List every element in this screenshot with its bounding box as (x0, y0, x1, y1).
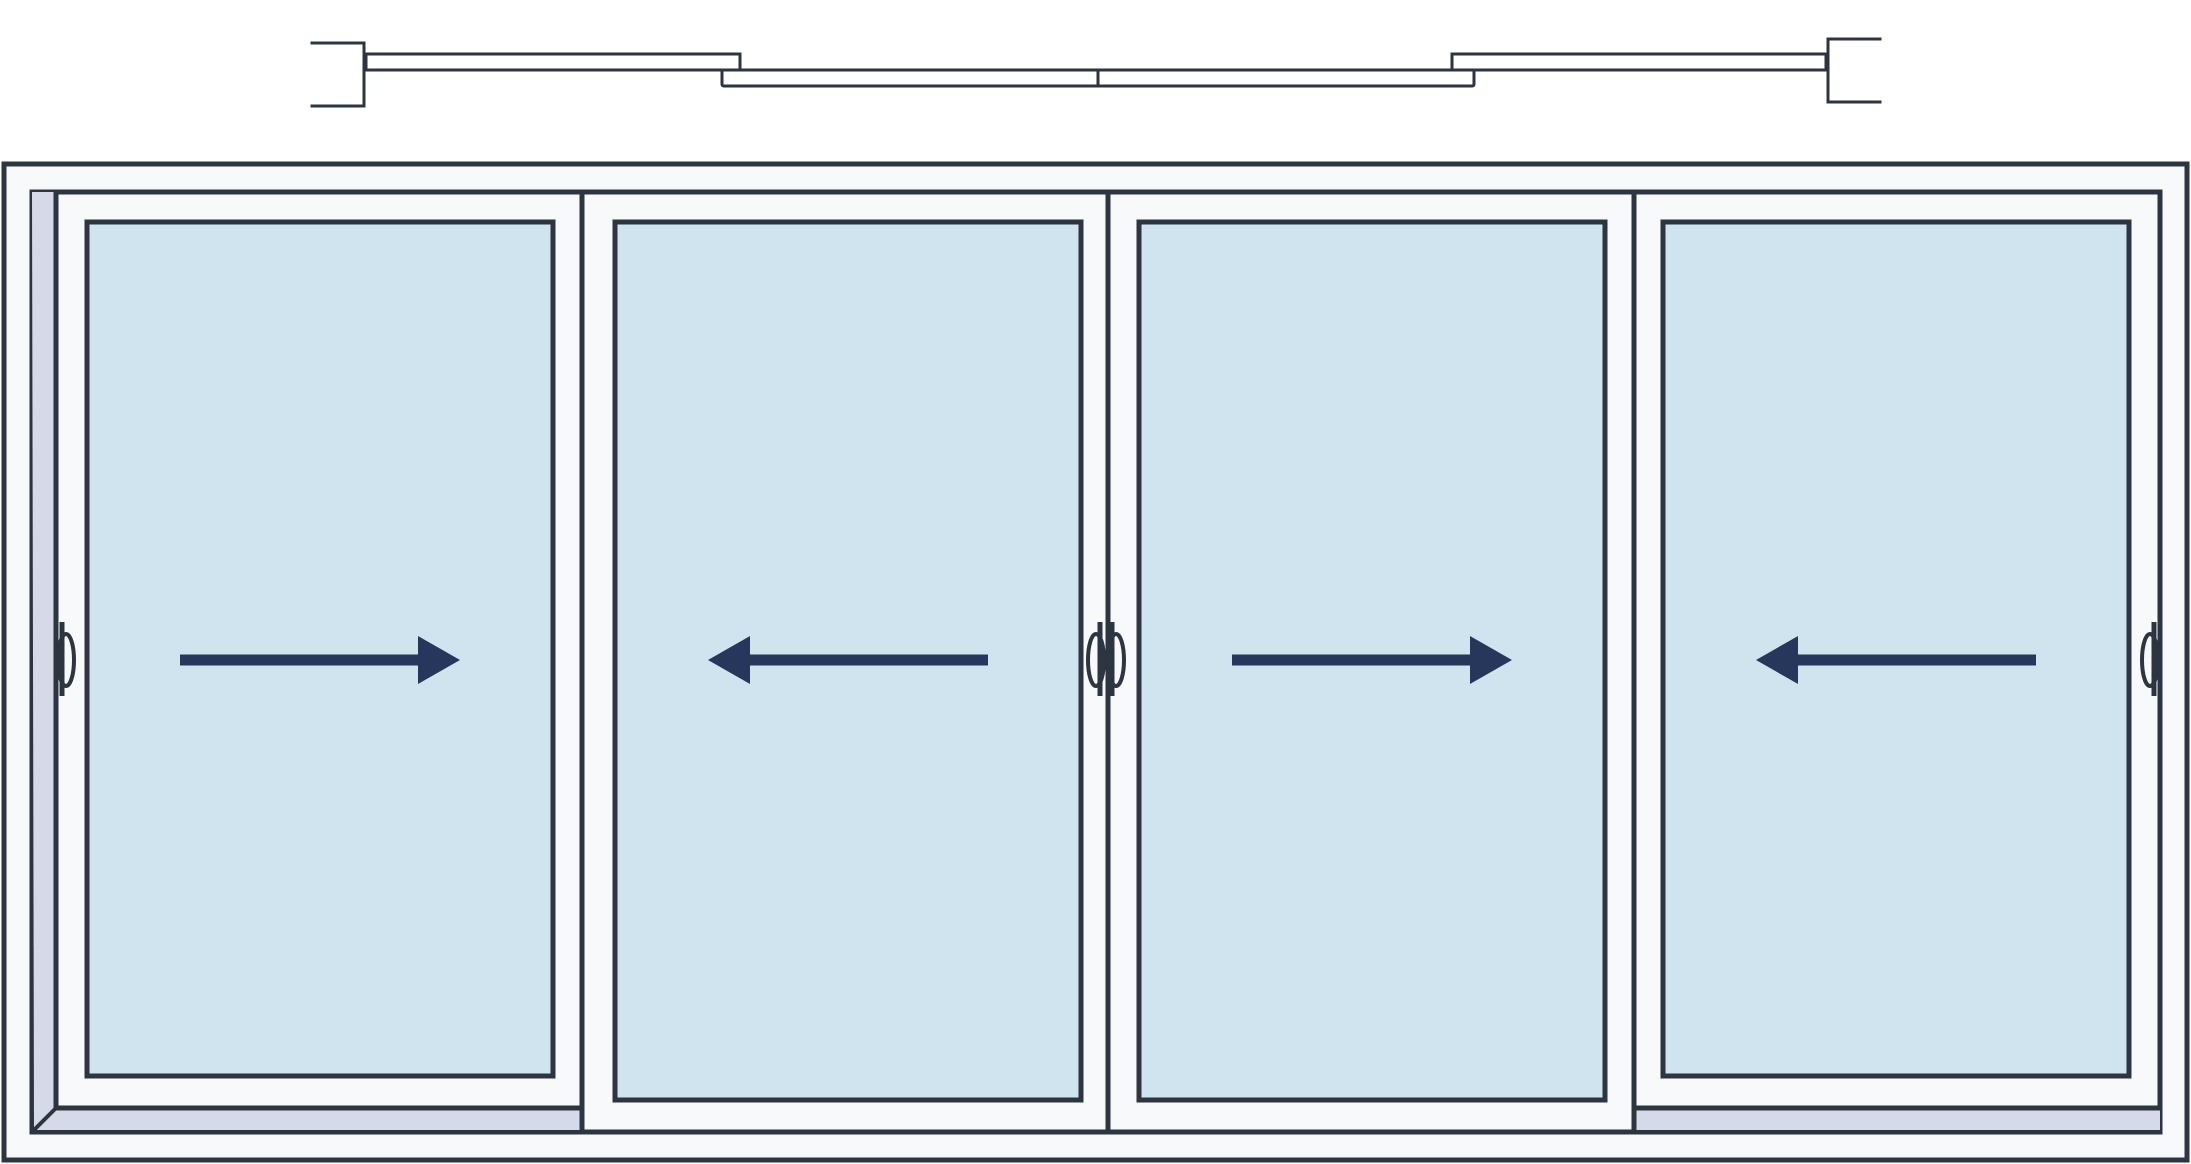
panels-layer (32, 192, 2160, 1132)
plan-panel-4 (1450, 52, 1828, 72)
arrow-left-icon (708, 636, 988, 684)
plan-left-jamb (310, 41, 366, 108)
plan-panel-3 (1096, 68, 1476, 88)
plan-panel-2 (720, 68, 1100, 88)
door-panel-1 (84, 219, 556, 1079)
door-panel-4 (1660, 219, 2132, 1079)
left-corner-bevel (32, 1106, 58, 1132)
arrow-right-icon (180, 636, 460, 684)
arrow-head (708, 636, 750, 684)
arrow-head (1756, 636, 1798, 684)
left-sill-shade (34, 1108, 582, 1130)
left-jamb-shade (32, 192, 56, 1130)
track-shading (32, 192, 2160, 1130)
plan-view-section (310, 37, 1882, 108)
pull-handle-icon (1086, 622, 1106, 696)
pull-handle-icon (2140, 622, 2160, 696)
arrow-left-icon (1756, 636, 2036, 684)
glass-pane-1 (84, 219, 556, 1079)
glass-pane-4 (1660, 219, 2132, 1079)
handle-grip (1106, 632, 1126, 688)
plan-right-jamb (1826, 37, 1882, 104)
handle-grip (56, 632, 76, 688)
pull-handle-icon (56, 622, 76, 696)
arrow-head (1470, 636, 1512, 684)
handle-grip (2140, 632, 2160, 688)
plan-panel-1 (364, 52, 742, 72)
handle-grip (1086, 632, 1106, 688)
right-sill-shade (1634, 1108, 2160, 1130)
arrow-head (418, 636, 460, 684)
arrow-right-icon (1232, 636, 1512, 684)
pull-handle-icon (1106, 622, 1126, 696)
